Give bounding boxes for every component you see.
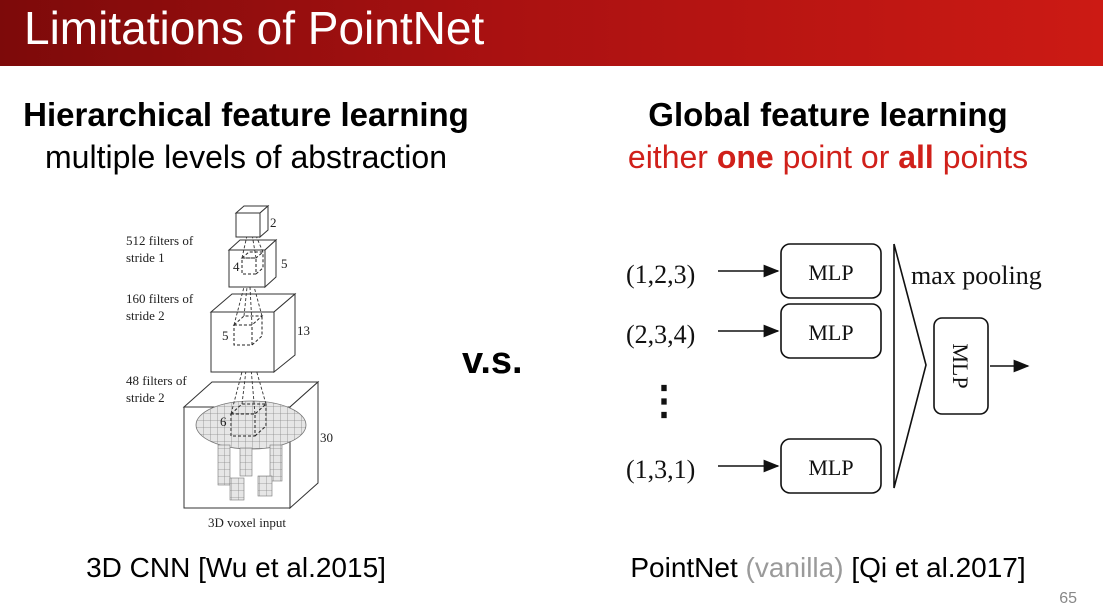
subheading-all: all (898, 139, 934, 175)
size-l1-inner: 6 (220, 414, 227, 429)
mlp-label-3: MLP (808, 455, 853, 480)
input-point-2: (2,3,4) (626, 320, 695, 349)
layer3-volume (227, 238, 278, 289)
max-pooling-shape (893, 243, 927, 489)
layer3-label: 512 filters of stride 1 (126, 233, 194, 265)
max-pooling-label: max pooling (911, 261, 1042, 290)
layer1-filter (229, 403, 268, 437)
right-caption: PointNet (vanilla) [Qi et al.2017] (600, 552, 1056, 584)
versus-label: v.s. (462, 340, 523, 382)
mlp-label-2: MLP (808, 320, 853, 345)
caption-vanilla: (vanilla) (745, 552, 844, 583)
subheading-part-3: points (933, 139, 1029, 175)
subheading-one: one (716, 139, 774, 175)
title-bar: Limitations of PointNet (0, 0, 1103, 66)
voxel-chair (195, 400, 307, 501)
mlp-box-3 (780, 438, 882, 494)
left-caption: 3D CNN [Wu et al.2015] (86, 552, 386, 583)
size-l3-outer: 5 (281, 256, 288, 271)
final-mlp-label: MLP (948, 343, 973, 388)
subheading-part-2: point or (773, 139, 899, 175)
page-number: 65 (1059, 590, 1077, 607)
top-volume (234, 204, 270, 239)
input-point-1: (1,2,3) (626, 260, 695, 289)
right-heading: Global feature learning (648, 96, 1008, 133)
slide-title: Limitations of PointNet (24, 2, 485, 54)
input-label: 3D voxel input (208, 515, 286, 530)
final-mlp-box (933, 317, 989, 415)
layer2-label: 160 filters of stride 2 (126, 291, 194, 323)
input-point-3: (1,3,1) (626, 455, 695, 484)
size-l1-outer: 30 (320, 430, 333, 445)
mlp-box-2 (780, 303, 882, 359)
size-l2-inner: 5 (222, 328, 229, 343)
size-l2-outer: 13 (297, 323, 310, 338)
size-l3-inner: 4 (233, 259, 240, 274)
caption-citation: [Qi et al.2017] (843, 552, 1026, 583)
left-subheading: multiple levels of abstraction (45, 139, 447, 175)
mlp-box-1 (780, 243, 882, 299)
layer2-volume (209, 292, 297, 374)
layer3-filter (240, 251, 265, 275)
size-top: 2 (270, 215, 277, 230)
mlp-label-1: MLP (808, 260, 853, 285)
caption-pointnet: PointNet (630, 552, 746, 583)
ellipsis: ⋮ (644, 379, 684, 423)
subheading-part-1: either (627, 139, 717, 175)
layer1-label: 48 filters of stride 2 (126, 373, 187, 405)
left-heading: Hierarchical feature learning (23, 96, 469, 133)
right-subheading: either one point or all points (600, 138, 1056, 176)
